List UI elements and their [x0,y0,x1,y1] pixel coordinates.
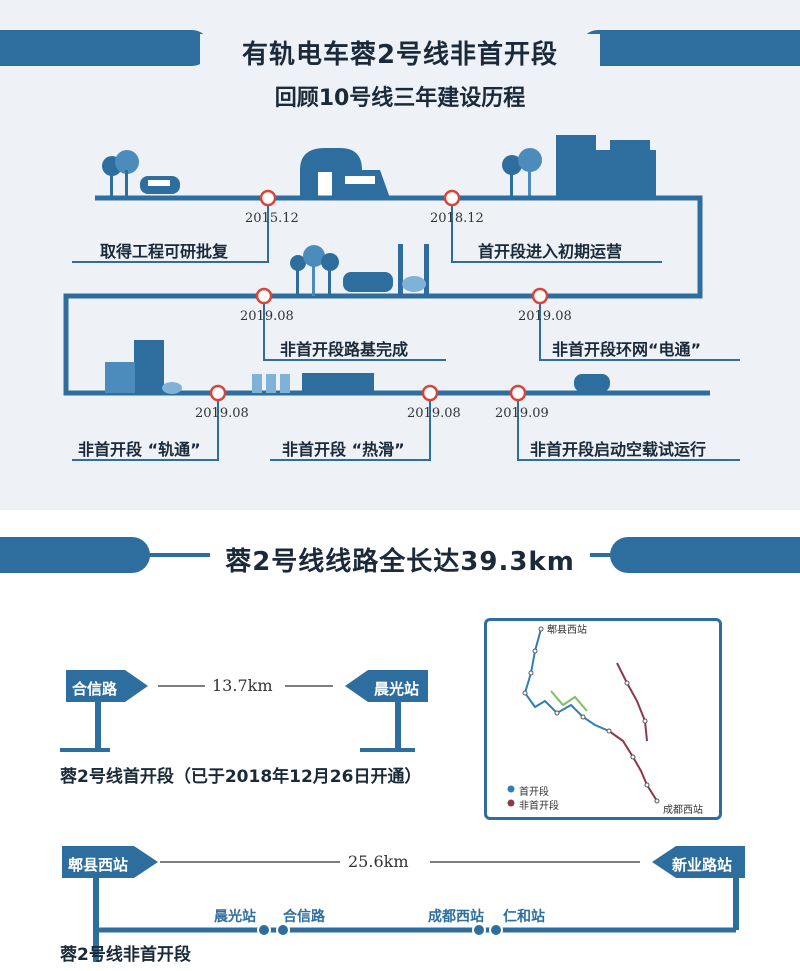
tree-illustration [102,150,139,198]
non-first-section-caption: 蓉2号线非首开段 [60,945,191,965]
timeline-label: 首开段进入初期运营 [478,242,623,261]
route-title: 蓉2号线线路全长达39.3km [210,541,590,578]
timeline-date: 2018.12 [430,211,484,226]
timeline-label: 非首开段启动空载试运行 [530,440,707,459]
station-label: 合信路 [283,909,325,925]
station-label: 晨光站 [214,909,256,925]
first-section-distance: 13.7km [212,676,273,695]
timeline-label: 取得工程可研批复 [100,242,229,261]
timeline-date: 2019.08 [518,309,572,324]
node-2019-09 [509,384,527,402]
route-map-lines [507,626,660,807]
station-label: 仁和站 [503,909,545,925]
node-2015-12 [259,189,277,207]
page-title: 有轨电车蓉2号线非首开段 [200,34,600,71]
map-legend-first: 首开段 [519,787,549,798]
tram-illustration [300,148,390,198]
trees-row2-illustration [290,244,429,296]
node-2019-08-a [255,287,273,305]
sign-hexinlu: 合信路 [72,680,118,698]
timeline-track [63,135,740,461]
city-illustration [502,135,656,198]
first-section-caption: 蓉2号线首开段（已于2018年12月26日开通） [60,767,422,787]
car-illustration [140,176,180,194]
non-first-section-distance: 25.6km [348,852,409,871]
timeline-nodes [209,189,549,402]
station-label: 成都西站 [428,909,484,925]
route-diagram [60,670,745,962]
timeline-label: 非首开段路基完成 [280,340,409,359]
map-legend-non-first: 非首开段 [519,801,559,812]
timeline-label: 非首开段 “热滑” [282,440,405,459]
timeline-label: 非首开段环网“电通” [552,340,702,359]
timeline-date: 2019.08 [195,406,249,421]
route-banner: 蓉2号线线路全长达39.3km [0,537,800,579]
timeline-label: 非首开段 “轨通” [78,440,201,459]
node-2019-08-c [209,384,227,402]
map-top-station: 郫县西站 [547,625,587,636]
node-2018-12 [443,189,461,207]
timeline-date: 2019.09 [495,406,549,421]
route-map: 郫县西站 成都西站 首开段 非首开段 [484,618,722,820]
header-banner: 有轨电车蓉2号线非首开段 [0,30,800,72]
sign-xinyelu: 新业路站 [672,856,733,874]
sign-pixian-west: 郫县西站 [68,856,129,874]
timeline-date: 2019.08 [240,309,294,324]
map-bottom-station: 成都西站 [663,805,703,816]
timeline-date: 2019.08 [407,406,461,421]
timeline-date: 2015.12 [245,211,299,226]
page-subtitle: 回顾10号线三年建设历程 [274,86,526,111]
node-2019-08-d [421,384,439,402]
node-2019-08-b [531,287,549,305]
building-row3-illustration [105,340,610,394]
sign-chenguang: 晨光站 [374,680,420,698]
